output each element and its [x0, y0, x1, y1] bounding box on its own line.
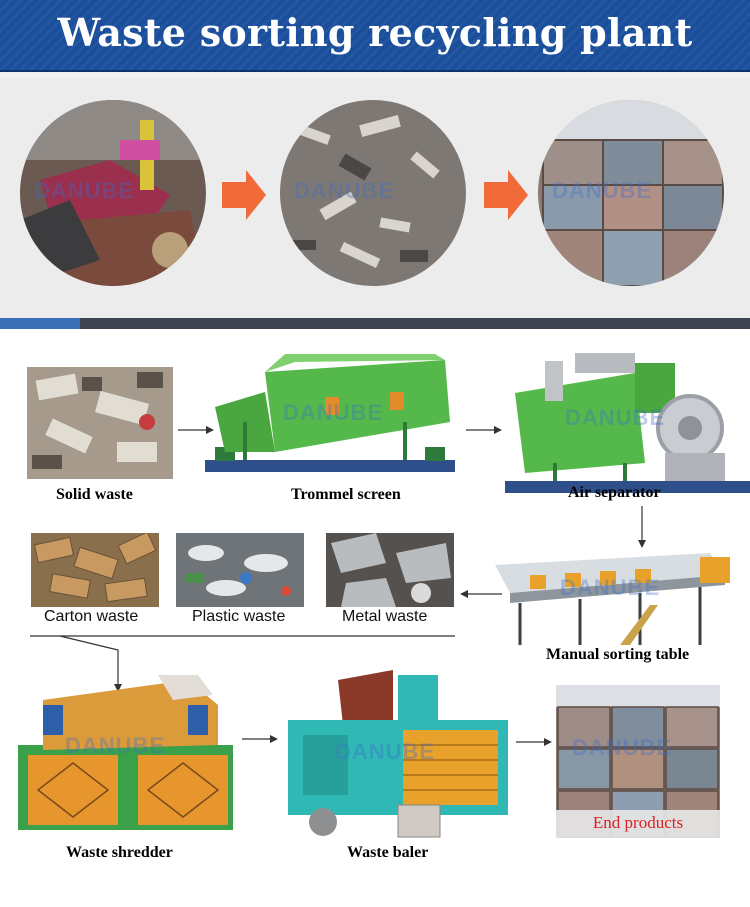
arrow-right-icon [222, 170, 266, 220]
baled-bottles-photo: DANUBE [538, 100, 724, 286]
metal-waste-label: Metal waste [342, 608, 428, 625]
mixed-waste-photo: DANUBE [20, 100, 206, 286]
waste-shredder-photo: DANUBE [13, 675, 238, 835]
trommel-screen-label: Trommel screen [291, 486, 401, 503]
air-separator-label: Air separator [568, 484, 661, 501]
page-title: Waste sorting recycling plant [57, 10, 693, 55]
waste-baler-photo: DANUBE [283, 665, 513, 840]
arrow-right-icon [516, 738, 552, 746]
carton-waste-label: Carton waste [44, 608, 139, 625]
metal-waste-photo [326, 533, 454, 607]
title-banner [0, 0, 750, 70]
waste-shredder-label: Waste shredder [66, 844, 173, 861]
watermark: DANUBE [565, 405, 666, 430]
plastic-waste-photo [176, 533, 304, 607]
watermark: DANUBE [560, 575, 661, 600]
plastic-waste-label: Plastic waste [192, 608, 286, 625]
arrow-right-icon [466, 426, 502, 434]
flow-connector [30, 635, 455, 692]
watermark: DANUBE [335, 739, 436, 764]
waste-baler-label: Waste baler [347, 844, 429, 861]
solid-waste-photo [27, 367, 173, 479]
shredded-waste-photo: DANUBE [280, 100, 466, 286]
watermark: DANUBE [552, 178, 653, 203]
manual-sorting-table-photo: DANUBE [490, 545, 735, 647]
solid-waste-label: Solid waste [56, 486, 133, 503]
watermark: DANUBE [34, 178, 135, 203]
arrow-right-icon [242, 735, 278, 743]
arrow-right-icon [178, 426, 214, 434]
air-separator-photo: DANUBE [505, 353, 750, 501]
watermark: DANUBE [283, 400, 384, 425]
arrow-left-icon [460, 590, 502, 598]
carton-waste-photo [31, 533, 159, 607]
section-divider-dark [80, 318, 750, 329]
arrow-down-icon [638, 506, 646, 548]
end-products-caption-box [556, 810, 720, 838]
watermark: DANUBE [65, 733, 166, 758]
arrow-right-icon [484, 170, 528, 220]
trommel-screen-photo: DANUBE [205, 352, 455, 480]
end-products-photo: DANUBE End products [556, 685, 720, 838]
manual-sorting-table-label: Manual sorting table [546, 646, 690, 663]
watermark: DANUBE [572, 735, 673, 760]
watermark: DANUBE [294, 178, 395, 203]
end-products-label: End products [592, 813, 684, 832]
banner-divider [0, 70, 750, 78]
